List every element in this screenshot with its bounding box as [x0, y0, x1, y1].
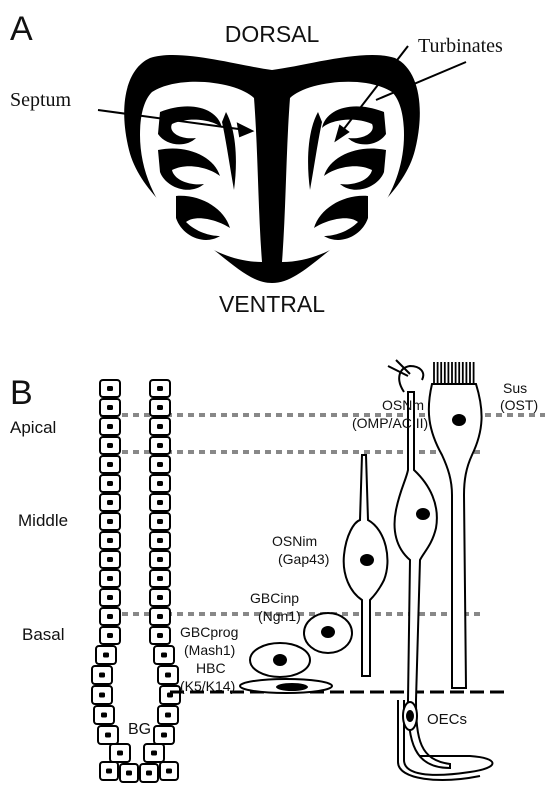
- septum-label: Septum: [10, 89, 72, 111]
- gland-cell-nucleus: [117, 751, 123, 756]
- ventral-label: VENTRAL: [219, 291, 325, 317]
- osnim-label: OSNim: [272, 533, 317, 549]
- gland-cell-nucleus: [107, 538, 113, 543]
- gland-cell-nucleus: [103, 653, 109, 658]
- gland-cell-nucleus: [107, 614, 113, 619]
- gland-cell-nucleus: [107, 386, 113, 391]
- gland-cell-nucleus: [157, 443, 163, 448]
- gland-cell-nucleus: [165, 713, 171, 718]
- hbc-label: HBC: [196, 660, 226, 676]
- gland-cell-nucleus: [157, 462, 163, 467]
- zone-label-middle: Middle: [18, 511, 68, 530]
- gland-cell-nucleus: [107, 424, 113, 429]
- gland-cell-nucleus: [157, 595, 163, 600]
- sus-label: Sus: [503, 380, 527, 396]
- gland-cell-nucleus: [99, 673, 105, 678]
- panel-a: A DORSAL VENTRAL Septum Turbinates: [10, 10, 503, 317]
- gland-cell-nucleus: [157, 557, 163, 562]
- gland-cell-nucleus: [99, 693, 105, 698]
- gland-cell-nucleus: [107, 500, 113, 505]
- gland-cell-nucleus: [161, 653, 167, 658]
- gland-cell-nucleus: [106, 769, 112, 774]
- gland-cell-nucleus: [126, 771, 132, 776]
- gland-cell-nucleus: [157, 424, 163, 429]
- gbcinp-marker: (Ngn1): [258, 608, 301, 624]
- gland-cell-nucleus: [107, 405, 113, 410]
- gland-cell-nucleus: [107, 595, 113, 600]
- hbc-marker: (K5/K14): [180, 678, 235, 694]
- zone-label-basal: Basal: [22, 625, 65, 644]
- zone-label-apical: Apical: [10, 418, 56, 437]
- gland-cell-nucleus: [151, 751, 157, 756]
- gland-cell-nucleus: [157, 538, 163, 543]
- gbcinp-label: GBCinp: [250, 590, 299, 606]
- sus-microvilli: [434, 362, 474, 386]
- gland-cell-nucleus: [107, 462, 113, 467]
- gland-cell-nucleus: [101, 713, 107, 718]
- gland-cell-nucleus: [157, 576, 163, 581]
- gland-cell-nucleus: [105, 733, 111, 738]
- panel-b: B Apical Middle Basal BG: [10, 360, 545, 782]
- gland-cell-nucleus: [157, 519, 163, 524]
- gland-cell-nucleus: [107, 633, 113, 638]
- gbcinp-cell: [304, 613, 352, 653]
- gland-cell-nucleus: [107, 481, 113, 486]
- osnim-cell: [344, 455, 388, 676]
- oecs-label: OECs: [427, 711, 467, 728]
- gland-cell-nucleus: [157, 386, 163, 391]
- gland-cell-nucleus: [107, 519, 113, 524]
- hbc-cell: [240, 679, 332, 693]
- osnim-marker: (Gap43): [278, 551, 329, 567]
- panel-a-letter: A: [10, 10, 33, 48]
- osnm-marker: (OMP/ACIII): [352, 415, 428, 431]
- gland-cell-nucleus: [107, 557, 113, 562]
- gbcprog-label: GBCprog: [180, 624, 238, 640]
- gland-cell-nucleus: [107, 443, 113, 448]
- panel-b-letter: B: [10, 374, 33, 412]
- sus-marker: (OST): [500, 397, 538, 413]
- gland-cell-nucleus: [157, 405, 163, 410]
- gland-cell-nucleus: [166, 769, 172, 774]
- gland-cell-nucleus: [161, 733, 167, 738]
- gbcprog-marker: (Mash1): [184, 642, 235, 658]
- turbinates-label: Turbinates: [418, 35, 503, 57]
- gland-cell-nucleus: [165, 673, 171, 678]
- gland-cell-nucleus: [157, 614, 163, 619]
- gland-cell-nucleus: [157, 481, 163, 486]
- dorsal-label: DORSAL: [225, 21, 320, 47]
- gbcprog-cell: [250, 643, 310, 677]
- gland-cell-nucleus: [107, 576, 113, 581]
- osnm-label: OSNm: [382, 397, 424, 413]
- gland-cell-nucleus: [146, 771, 152, 776]
- gland-cell-nucleus: [157, 633, 163, 638]
- gland-label: BG: [128, 721, 151, 738]
- gland-cell-nucleus: [157, 500, 163, 505]
